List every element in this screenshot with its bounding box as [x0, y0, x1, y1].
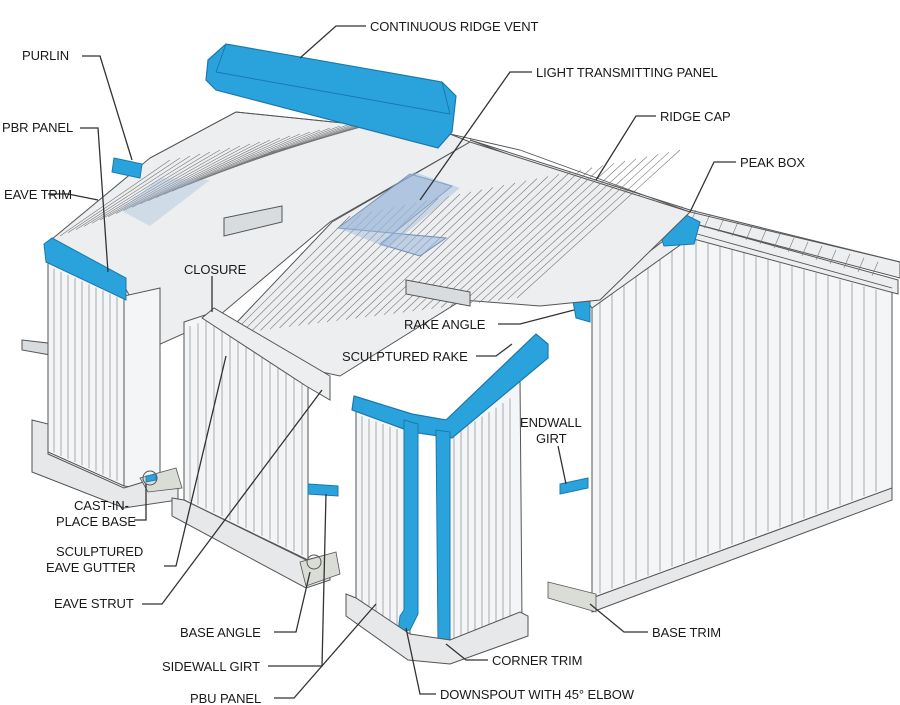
corner-trim: [435, 429, 451, 643]
endwall-girt: [559, 477, 589, 495]
label-eave-strut: EAVE STRUT: [54, 596, 134, 611]
panel-rib: [155, 135, 291, 198]
label-ridge-cap: RIDGE CAP: [660, 109, 731, 124]
panel-rib: [307, 198, 439, 325]
label-cast-in-place-base-line2: PLACE BASE: [56, 514, 136, 529]
continuous-ridge-vent: [205, 43, 457, 149]
labels: CONTINUOUS RIDGE VENT PURLIN LIGHT TRANS…: [2, 19, 805, 705]
panel-rib: [115, 145, 241, 214]
left-wall-ribs: [53, 268, 118, 481]
panel-rib: [139, 139, 271, 205]
label-endwall-girt-line1: ENDWALL: [520, 415, 582, 430]
panel-rib: [717, 217, 725, 233]
panel-rib: [497, 154, 659, 301]
panel-rib: [516, 149, 681, 299]
panel-rib: [787, 237, 795, 253]
sculptured-rake: [351, 333, 549, 439]
label-cast-in-place-base-line1: CAST-IN-: [74, 498, 129, 513]
panel-rib: [336, 191, 472, 322]
panel-rib: [123, 143, 251, 211]
endwall-panel-ribs: [599, 239, 877, 594]
label-base-angle: BASE ANGLE: [180, 625, 261, 640]
panel-rib: [75, 155, 191, 230]
label-rake-angle: RAKE ANGLE: [404, 317, 486, 332]
panel-rib: [488, 156, 648, 302]
label-continuous-ridge-vent: CONTINUOUS RIDGE VENT: [370, 19, 539, 34]
panel-rib: [83, 153, 201, 227]
eave-trim: [43, 237, 127, 301]
panel-rib: [250, 211, 373, 332]
panel-rib: [773, 233, 781, 249]
panel-rib: [59, 159, 171, 237]
label-sculptured-rake: SCULPTURED RAKE: [342, 349, 468, 364]
label-light-transmitting-panel: LIGHT TRANSMITTING PANEL: [536, 65, 718, 80]
panel-rib: [147, 137, 281, 202]
panel-rib: [815, 245, 823, 260]
panel-rib: [107, 147, 231, 218]
label-downspout: DOWNSPOUT WITH 45° ELBOW: [440, 687, 635, 702]
panel-rib: [163, 133, 301, 195]
panel-rib: [731, 221, 739, 237]
panel-rib: [364, 184, 505, 318]
panel-rib: [459, 162, 615, 306]
label-closure: CLOSURE: [184, 262, 247, 277]
middle-wall-ribs: [189, 318, 303, 556]
panel-rib: [759, 229, 767, 245]
panel-rib: [440, 167, 593, 308]
label-eave-trim: EAVE TRIM: [4, 187, 72, 202]
roof: [21, 107, 900, 377]
panel-rib: [469, 160, 626, 305]
panel-rib: [431, 169, 582, 310]
label-peak-box: PEAK BOX: [740, 155, 805, 170]
panel-rib: [450, 165, 604, 307]
label-corner-trim: CORNER TRIM: [492, 653, 582, 668]
leader-lines: [48, 25, 736, 699]
left-sidewall: [31, 237, 183, 509]
label-pbu-panel: PBU PANEL: [190, 691, 261, 705]
panel-rib: [131, 141, 261, 208]
middle-sidewall: [171, 307, 341, 589]
label-purlin: PURLIN: [22, 48, 69, 63]
panel-rib: [745, 225, 753, 241]
panel-rib: [829, 249, 837, 264]
panel-rib: [507, 151, 670, 300]
label-sculptured-eave-gutter-line2: EAVE GUTTER: [46, 560, 136, 575]
front-corner: [345, 333, 549, 665]
panel-rib: [374, 182, 516, 317]
panel-rib: [231, 215, 351, 335]
label-pbr-panel: PBR PANEL: [2, 120, 73, 135]
panel-rib: [421, 171, 571, 311]
panel-rib: [91, 151, 211, 224]
panel-rib: [317, 195, 450, 324]
panel-rib: [99, 149, 221, 221]
label-base-trim: BASE TRIM: [652, 625, 721, 640]
panel-rib: [843, 253, 851, 268]
label-sidewall-girt: SIDEWALL GIRT: [162, 659, 260, 674]
panel-rib: [801, 241, 809, 257]
panel-rib: [857, 257, 865, 272]
panel-rib: [67, 157, 181, 234]
label-endwall-girt-line2: GIRT: [536, 431, 567, 446]
panel-rib: [241, 213, 362, 334]
panel-rib: [871, 261, 879, 276]
panel-rib: [326, 193, 461, 323]
panel-rib: [171, 131, 311, 192]
label-sculptured-eave-gutter-line1: SCULPTURED: [56, 544, 143, 559]
panel-rib: [179, 129, 321, 189]
